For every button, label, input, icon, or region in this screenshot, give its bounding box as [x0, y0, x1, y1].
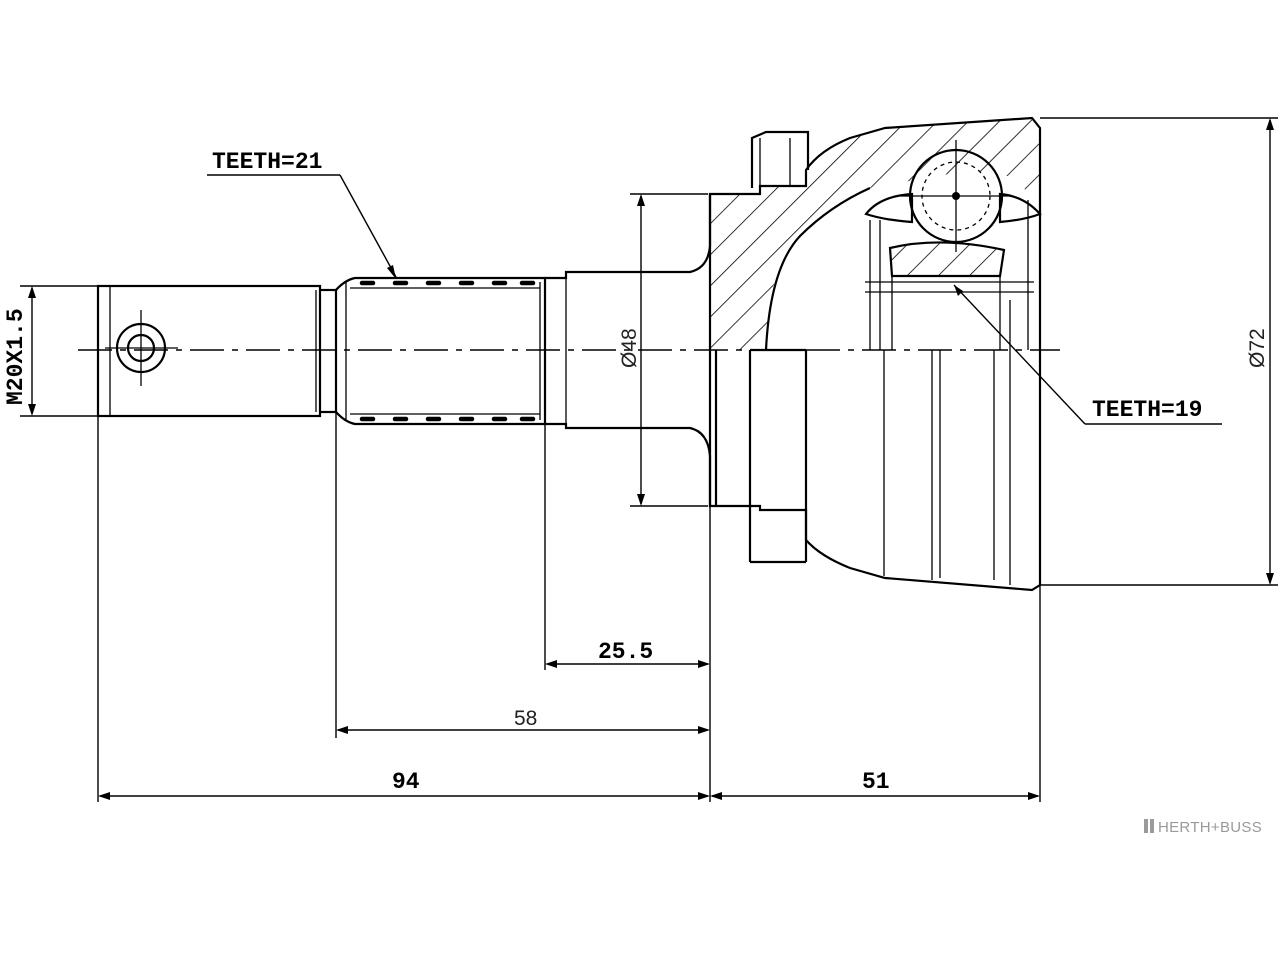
brand-watermark: HERTH+BUSS — [1144, 819, 1262, 836]
joint-length-label: 51 — [862, 769, 890, 795]
teeth-19-label: TEETH=19 — [1092, 397, 1202, 423]
dim-spline-length: 58 — [336, 707, 710, 734]
brand-logo-icon — [1144, 819, 1148, 833]
dim-hub-diameter: Ø48 — [618, 193, 708, 507]
joint-housing — [708, 116, 1042, 592]
brand-name: HERTH+BUSS — [1158, 819, 1262, 836]
thread-label: M20X1.5 — [3, 308, 29, 405]
hub-diameter-label: Ø48 — [618, 328, 641, 368]
dim-flange-to-shoulder: 25.5 — [545, 639, 710, 668]
ball — [900, 140, 1012, 252]
outer-diameter-label: Ø72 — [1246, 328, 1269, 368]
dim-outer-diameter: Ø72 — [1040, 117, 1278, 586]
callout-teeth-19: TEETH=19 — [953, 284, 1222, 425]
inner-race — [865, 241, 1034, 350]
spline-section — [334, 276, 547, 426]
dim-extension-lines — [97, 412, 1041, 802]
shaft-length-label: 94 — [392, 769, 420, 795]
teeth-21-label: TEETH=21 — [212, 149, 322, 175]
thread-section — [96, 284, 336, 418]
dim-shaft-length: 94 — [98, 769, 710, 800]
callout-teeth-21: TEETH=21 — [207, 149, 397, 279]
flange-to-shoulder-label: 25.5 — [598, 639, 653, 665]
dim-joint-length: 51 — [710, 769, 1040, 800]
dim-thread: M20X1.5 — [3, 285, 98, 417]
cotter-pin-hole — [105, 310, 178, 386]
spline-length-label: 58 — [514, 707, 537, 730]
